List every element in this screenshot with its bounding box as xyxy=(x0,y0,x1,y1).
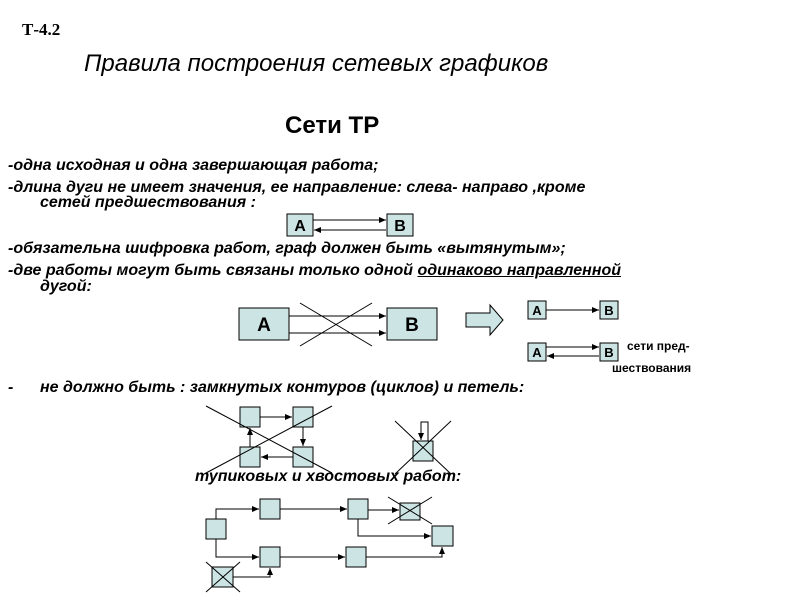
node-a xyxy=(286,213,314,237)
precedence-example: A B xyxy=(286,213,414,237)
net-arc-start-top1 xyxy=(215,506,259,519)
node-b xyxy=(386,213,414,237)
node-a-large xyxy=(238,307,290,341)
node-a-small-2-label: A xyxy=(532,345,542,360)
net-node-top-2 xyxy=(347,498,369,520)
node-b-small-2 xyxy=(599,342,619,362)
caption-line2: шествования xyxy=(612,361,692,375)
cycle-cross-out-2 xyxy=(205,405,333,474)
loop-arc xyxy=(418,421,429,441)
rule-arc-direction-line1: -длина дуги не имеет значения, ее направ… xyxy=(8,179,586,196)
cross-out-line-2 xyxy=(299,302,373,347)
rule-single-start-end: -одна исходная и одна завершающая работа… xyxy=(8,157,379,174)
correct-single-arc: A B xyxy=(527,300,619,320)
node-b-label: B xyxy=(394,218,406,235)
node-a-large-label: A xyxy=(257,315,271,336)
rule-single-arc-line1: -две работы могут быть связаны только од… xyxy=(8,262,621,280)
node-b-small-1 xyxy=(599,300,619,320)
net-node-top-1 xyxy=(259,498,281,520)
rule-single-arc-underlined: одинаково направленной xyxy=(417,262,622,279)
node-b-large xyxy=(386,307,438,341)
cycle-node-1 xyxy=(239,406,261,428)
slide-code: Т-4.2 xyxy=(22,20,61,39)
rule-single-arc-line2: дугой: xyxy=(40,278,92,295)
rule-encoding: -обязательна шифровка работ, граф должен… xyxy=(8,240,566,257)
rule-arc-direction-line2: сетей предшествования : xyxy=(40,194,256,211)
net-arc-start-bottom1 xyxy=(215,539,259,560)
net-node-dead-end xyxy=(399,502,421,521)
cycle-node-2 xyxy=(292,406,314,428)
loop-example xyxy=(394,420,452,475)
block-arrow-icon xyxy=(465,303,504,337)
section-title: Сети ТР xyxy=(285,112,380,139)
net-node-bottom-2 xyxy=(345,546,367,568)
net-arc-top2-finish xyxy=(357,519,431,539)
node-a-small-1-label: A xyxy=(532,303,542,318)
node-a-label: A xyxy=(294,218,306,235)
net-node-start xyxy=(205,518,227,540)
correct-precedence-arcs: A B xyxy=(527,342,619,362)
dead-end-tail-example xyxy=(205,496,454,593)
tail-cross-out-2 xyxy=(205,561,241,593)
node-b-small-1-label: B xyxy=(604,303,613,318)
loop-cross-out-2 xyxy=(394,420,452,475)
rule-no-cycles: не должно быть : замкнутых контуров (цик… xyxy=(40,379,525,396)
slide-title: Правила построения сетевых графиков xyxy=(84,50,549,77)
rule-no-cycles-dash: - xyxy=(8,379,14,396)
rule-dead-end-tail: тупиковых и хвостовых работ: xyxy=(195,468,462,485)
caption-line1: сети пред- xyxy=(627,339,690,353)
net-arc-bottom2-finish xyxy=(366,547,445,558)
net-node-bottom-1 xyxy=(259,546,281,568)
node-b-large-label: B xyxy=(405,315,419,336)
net-node-finish xyxy=(431,525,454,547)
loop-node xyxy=(412,440,434,462)
cycle-node-4 xyxy=(292,446,314,468)
node-b-small-2-label: B xyxy=(604,345,613,360)
node-a-small-2 xyxy=(527,342,547,362)
net-arc-tail-bottom1 xyxy=(233,568,273,578)
double-arc-example: A B xyxy=(238,302,438,347)
rule-single-arc-prefix: -две работы могут быть связаны только од… xyxy=(8,262,418,279)
cycle-example xyxy=(205,405,333,474)
deadend-cross-out-2 xyxy=(387,496,433,525)
